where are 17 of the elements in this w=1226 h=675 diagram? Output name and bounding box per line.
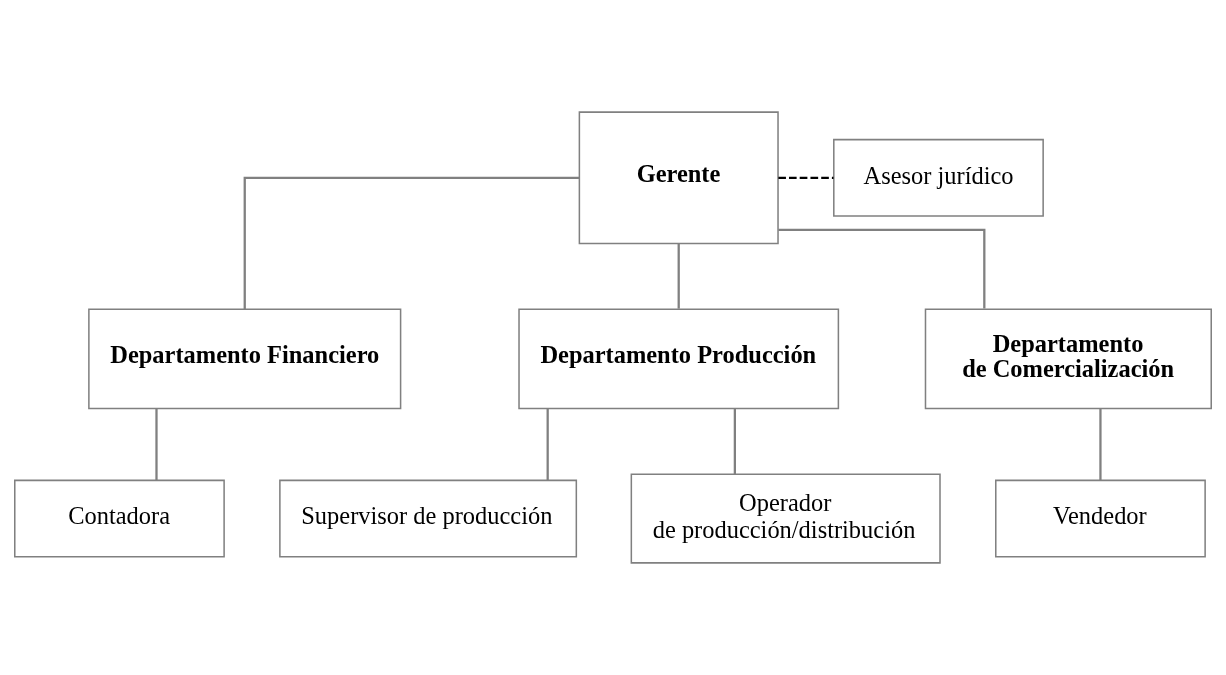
connector bbox=[546, 409, 549, 481]
node-box: Contadora bbox=[14, 479, 225, 558]
connector bbox=[733, 409, 736, 475]
node-box: Supervisor de producción bbox=[279, 479, 578, 558]
node-box: Operador de producción/distribución bbox=[630, 473, 941, 564]
node-box: Departamento de Comercialización bbox=[924, 308, 1212, 410]
node-box: Departamento Producción bbox=[518, 308, 840, 410]
node-box: Vendedor bbox=[995, 479, 1206, 558]
node-box: Asesor jurídico bbox=[833, 138, 1044, 217]
connector bbox=[243, 176, 580, 309]
connector bbox=[778, 176, 834, 179]
connector bbox=[155, 409, 158, 481]
node-box: Departamento Financiero bbox=[88, 308, 402, 410]
connector bbox=[778, 228, 986, 309]
node-box: Gerente bbox=[578, 111, 779, 245]
connector bbox=[1099, 409, 1102, 481]
connector bbox=[677, 243, 680, 309]
